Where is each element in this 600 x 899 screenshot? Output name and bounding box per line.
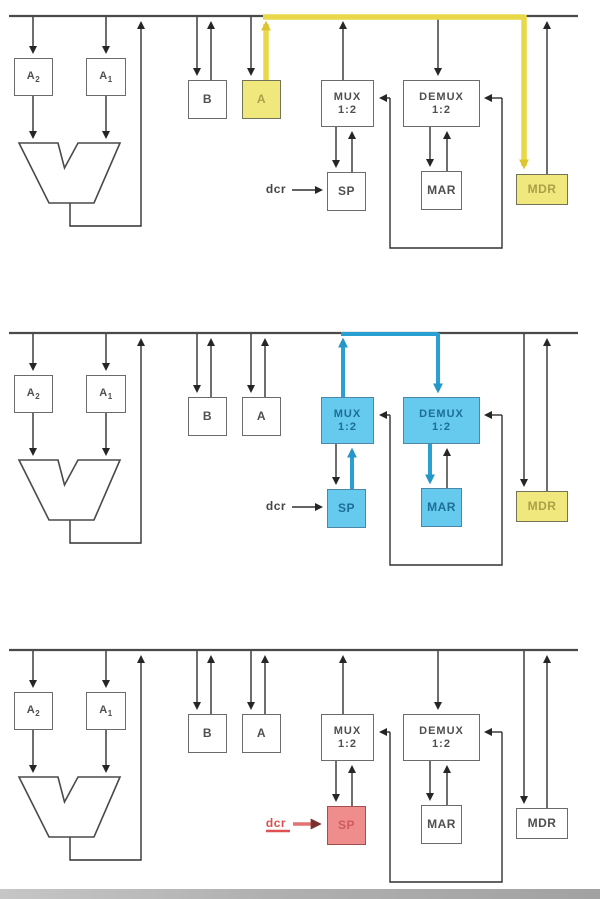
black-wires — [9, 14, 578, 249]
feedback-loop — [389, 732, 503, 883]
register-a1-label: A — [99, 69, 108, 82]
register-a-label: A — [256, 92, 267, 106]
black-wires — [9, 648, 578, 883]
register-a2-label: A — [26, 703, 36, 716]
register-a-label: A — [256, 409, 267, 423]
demux-label: DEMUX — [419, 90, 464, 103]
mux-label: MUX — [333, 90, 362, 103]
register-a2-sub: 2 — [35, 75, 41, 85]
register-a2: A2 — [14, 692, 53, 730]
register-a: A — [242, 80, 281, 119]
sp-label: SP — [337, 818, 355, 832]
register-b-label: B — [202, 409, 213, 423]
alu-funnel — [17, 142, 122, 204]
register-b: B — [188, 397, 227, 436]
register-b-label: B — [202, 92, 213, 106]
register-a1-sub: 1 — [107, 75, 113, 85]
dcr-label: dcr — [265, 816, 287, 830]
register-a2-label: A — [26, 69, 36, 82]
mux-label: MUX — [333, 407, 362, 420]
register-b-label: B — [202, 726, 213, 740]
mdr-label: MDR — [527, 499, 557, 513]
register-a1: A1 — [86, 692, 126, 730]
register-b: B — [188, 80, 227, 119]
alu-output-wire — [69, 655, 145, 861]
register-a2-sub: 2 — [35, 709, 41, 719]
register-a1-label: A — [99, 386, 108, 399]
highlight-path-yellow — [261, 14, 529, 170]
sp-register: SP — [327, 489, 366, 528]
register-a2: A2 — [14, 58, 53, 96]
register-a2-label: A — [26, 386, 36, 399]
register-a1-sub: 1 — [107, 392, 113, 402]
mux-ratio: 1:2 — [338, 737, 357, 750]
diagram-middle-wires — [9, 331, 578, 566]
mar-label: MAR — [427, 817, 456, 831]
mdr-register: MDR — [516, 808, 568, 839]
register-a: A — [242, 397, 281, 436]
mar-register: MAR — [421, 171, 462, 210]
register-a1: A1 — [86, 58, 126, 96]
sp-label: SP — [337, 501, 355, 515]
sp-register: SP — [327, 806, 366, 845]
alu-funnel — [17, 459, 122, 521]
sp-label: SP — [337, 184, 355, 198]
register-a1-sub: 1 — [107, 709, 113, 719]
diagram-bottom-wires — [9, 648, 578, 883]
alu-funnel — [17, 776, 122, 838]
highlight-path-blue — [338, 332, 443, 489]
mdr-label: MDR — [527, 816, 557, 830]
mdr-register: MDR — [516, 174, 568, 205]
mar-label: MAR — [427, 183, 456, 197]
mux-ratio: 1:2 — [338, 103, 357, 116]
register-b: B — [188, 714, 227, 753]
demux-label: DEMUX — [419, 724, 464, 737]
demux-ratio: 1:2 — [432, 737, 451, 750]
dcr-label: dcr — [265, 182, 287, 196]
demux-label: DEMUX — [419, 407, 464, 420]
mdr-register: MDR — [516, 491, 568, 522]
register-a1-label: A — [99, 703, 108, 716]
highlight-path-red — [266, 818, 322, 833]
mar-register: MAR — [421, 488, 462, 527]
feedback-loop — [389, 98, 503, 249]
demux-ratio: 1:2 — [432, 420, 451, 433]
cropped-content-strip — [0, 889, 600, 899]
dcr-label: dcr — [265, 499, 287, 513]
register-a2: A2 — [14, 375, 53, 413]
mar-register: MAR — [421, 805, 462, 844]
feedback-loop — [389, 415, 503, 566]
demux-ratio: 1:2 — [432, 103, 451, 116]
diagram-top-wires — [9, 14, 578, 249]
mdr-label: MDR — [527, 182, 557, 196]
black-wires — [9, 331, 578, 566]
mux-label: MUX — [333, 724, 362, 737]
register-a: A — [242, 714, 281, 753]
register-a-label: A — [256, 726, 267, 740]
register-a1: A1 — [86, 375, 126, 413]
register-a2-sub: 2 — [35, 392, 41, 402]
alu-output-wire — [69, 21, 145, 227]
sp-register: SP — [327, 172, 366, 211]
mar-label: MAR — [427, 500, 456, 514]
mux-ratio: 1:2 — [338, 420, 357, 433]
alu-output-wire — [69, 338, 145, 544]
